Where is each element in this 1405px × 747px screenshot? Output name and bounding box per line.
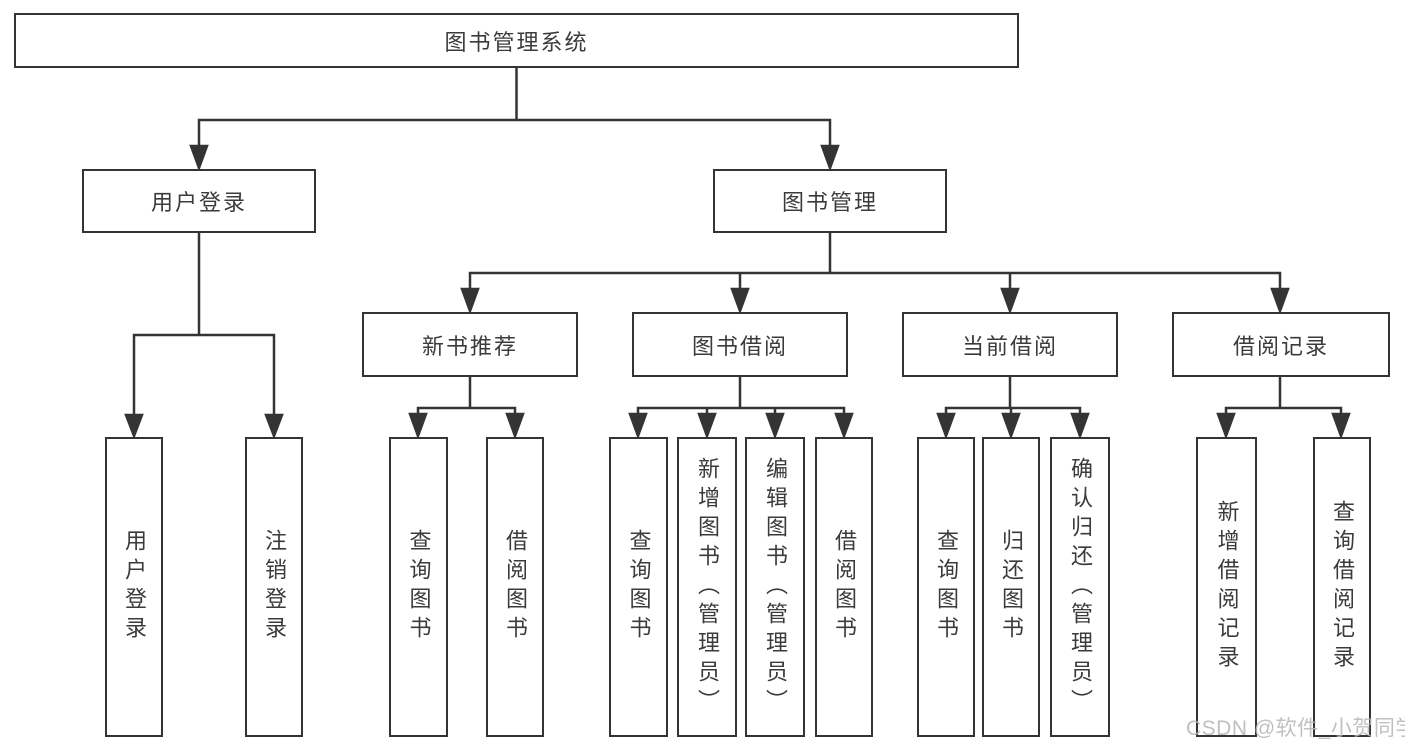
leaf-label: 编辑图书（管理员） — [763, 456, 788, 718]
arrowhead — [124, 413, 144, 440]
connector-new-book-to-leaves — [408, 377, 525, 440]
arrowhead — [1331, 412, 1351, 440]
connector-user-login-to-leaves — [124, 233, 284, 440]
leaf-bb-add-book-admin: 新增图书（管理员） — [677, 437, 737, 737]
arrowhead — [765, 412, 785, 440]
node-book-borrowing: 图书借阅 — [632, 312, 848, 377]
arrowhead — [1216, 412, 1236, 440]
leaf-cb-return-books: 归还图书 — [982, 437, 1040, 737]
connector-book-borrowing-to-leaves — [628, 377, 854, 440]
leaf-label: 查询图书 — [934, 529, 959, 645]
arrowhead — [820, 144, 840, 172]
leaf-label: 新增图书（管理员） — [695, 456, 720, 718]
arrowhead — [1001, 412, 1021, 440]
arrowhead — [834, 412, 854, 440]
arrowhead — [1270, 287, 1290, 315]
watermark: CSDN @软件_小贺同学 — [1186, 717, 1405, 740]
arrowhead — [1070, 412, 1090, 440]
node-current-borrowing: 当前借阅 — [902, 312, 1118, 377]
arrowhead — [936, 412, 956, 440]
node-borrow-records: 借阅记录 — [1172, 312, 1390, 377]
connector-borrow-records-to-leaves — [1216, 377, 1351, 440]
leaf-label: 查询图书 — [406, 529, 432, 645]
leaf-br-query-record: 查询借阅记录 — [1313, 437, 1371, 737]
leaf-label: 新增借阅记录 — [1214, 500, 1240, 674]
leaf-bb-edit-book-admin: 编辑图书（管理员） — [745, 437, 805, 737]
leaf-nbr-query-books: 查询图书 — [389, 437, 448, 737]
arrowhead — [408, 412, 428, 440]
connector-current-borrowing-to-leaves — [936, 377, 1090, 440]
leaf-bb-query-books: 查询图书 — [609, 437, 668, 737]
leaf-logout: 注销登录 — [245, 437, 303, 737]
connector-root-to-level2 — [189, 68, 840, 172]
arrowhead — [189, 144, 209, 172]
node-book-management: 图书管理 — [713, 169, 947, 233]
leaf-label: 确认归还（管理员） — [1068, 456, 1093, 718]
leaf-label: 注销登录 — [262, 529, 287, 645]
leaf-label: 借阅图书 — [503, 529, 528, 645]
leaf-cb-confirm-return-admin: 确认归还（管理员） — [1050, 437, 1110, 737]
leaf-nbr-borrow-books: 借阅图书 — [486, 437, 544, 737]
node-root-library-system: 图书管理系统 — [14, 13, 1019, 68]
leaf-bb-borrow-books: 借阅图书 — [815, 437, 873, 737]
arrowhead — [1000, 287, 1020, 315]
arrowhead — [460, 287, 480, 315]
leaf-br-add-record: 新增借阅记录 — [1196, 437, 1257, 737]
leaf-label: 归还图书 — [999, 529, 1024, 645]
leaf-cb-query-books: 查询图书 — [917, 437, 975, 737]
node-user-login: 用户登录 — [82, 169, 316, 233]
connector-book-management-to-level3 — [460, 233, 1290, 315]
leaf-label: 用户登录 — [122, 529, 147, 645]
leaf-user-login: 用户登录 — [105, 437, 163, 737]
leaf-label: 借阅图书 — [832, 529, 857, 645]
arrowhead — [697, 412, 717, 440]
arrowhead — [628, 412, 648, 440]
node-new-book-recommend: 新书推荐 — [362, 312, 578, 377]
arrowhead — [505, 412, 525, 440]
arrowhead — [264, 413, 284, 440]
leaf-label: 查询借阅记录 — [1330, 500, 1355, 674]
arrowhead — [730, 287, 750, 315]
leaf-label: 查询图书 — [626, 529, 652, 645]
